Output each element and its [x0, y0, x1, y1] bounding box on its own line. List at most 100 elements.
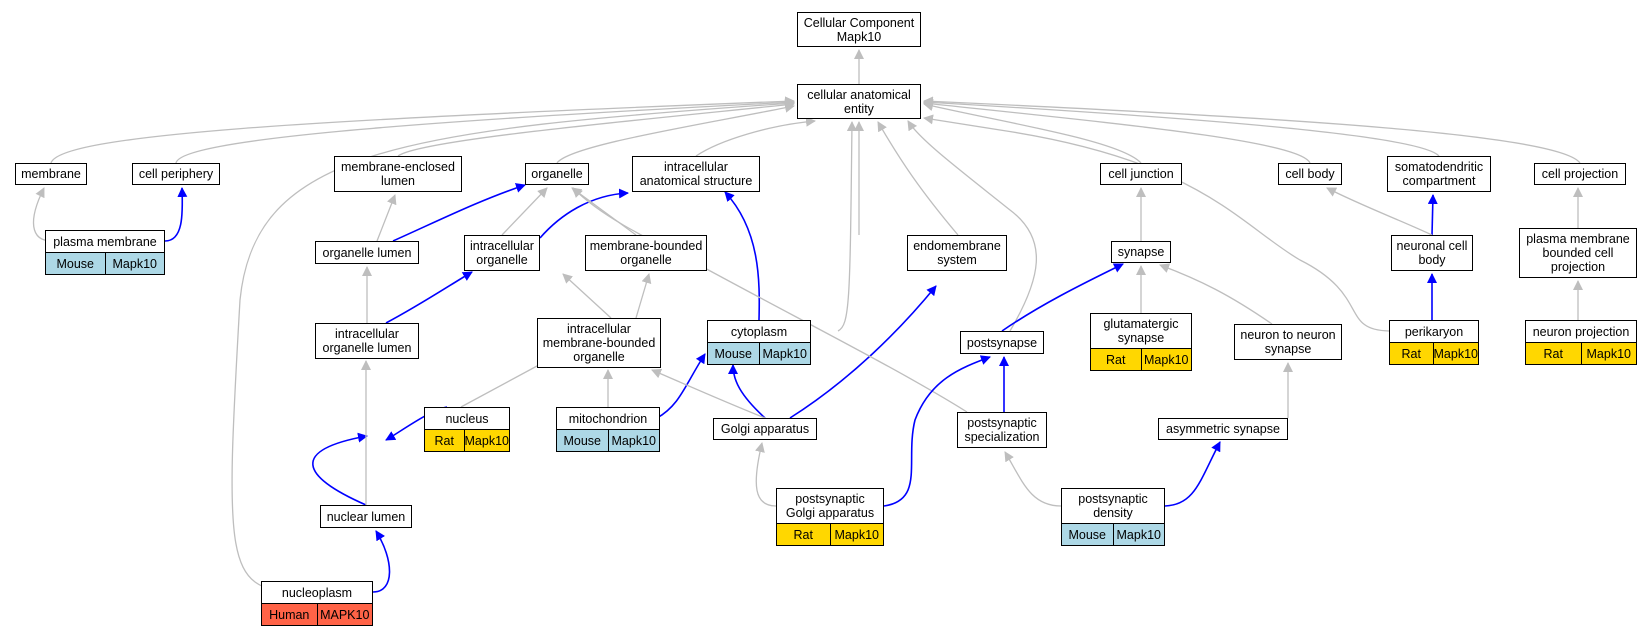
edge-blue — [1427, 194, 1438, 236]
node-postsynapse[interactable]: postsynapse — [960, 331, 1044, 354]
node-intracellular-anatomical-structure[interactable]: intracellular anatomical structure — [632, 156, 760, 192]
node-cell-body[interactable]: cell body — [1278, 163, 1342, 185]
edge-gray — [1159, 263, 1273, 325]
node-plasma-membrane[interactable]: plasma membrane — [45, 230, 165, 253]
edge-blue — [385, 271, 473, 324]
annotation-plasma-membrane: Mouse Mapk10 — [45, 253, 165, 275]
edge-gray — [755, 442, 777, 507]
edge-blue — [312, 432, 368, 506]
node-intracellular-organelle[interactable]: intracellular organelle — [464, 235, 540, 271]
edge-blue — [372, 530, 391, 593]
edge-gray — [501, 187, 548, 236]
node-intracellular-organelle-lumen[interactable]: intracellular organelle lumen — [315, 323, 419, 359]
node-cell-junction[interactable]: cell junction — [1100, 163, 1182, 185]
annotation-nucleoplasm: Human MAPK10 — [261, 604, 373, 626]
node-cell-periphery[interactable]: cell periphery — [132, 163, 220, 185]
edge-gray — [50, 96, 795, 164]
species-label: Mouse — [1068, 527, 1107, 542]
edge-blue — [1001, 263, 1124, 332]
node-organelle-lumen[interactable]: organelle lumen — [315, 241, 419, 264]
gene-label: Mapk10 — [829, 524, 884, 545]
node-neuronal-cell-body[interactable]: neuronal cell body — [1391, 235, 1473, 271]
gene-label: Mapk10 — [758, 343, 811, 364]
gene-label: MAPK10 — [316, 604, 373, 625]
node-membrane-bounded-organelle[interactable]: membrane-bounded organelle — [585, 235, 707, 271]
species-label: Rat — [793, 527, 813, 542]
edge-gray — [175, 97, 795, 164]
node-postsynaptic-golgi-apparatus[interactable]: postsynaptic Golgi apparatus — [776, 488, 884, 524]
node-intracellular-membrane-bounded-organelle[interactable]: intracellular membrane-bounded organelle — [537, 318, 661, 368]
species-label: Mouse — [563, 433, 602, 448]
edge-gray — [923, 114, 1390, 332]
edge-gray — [907, 120, 1038, 332]
edge-blue — [656, 353, 706, 419]
node-cellular-anatomical-entity[interactable]: cellular anatomical entity — [797, 84, 921, 119]
edge-gray — [397, 99, 795, 157]
species-label: Rat — [1106, 352, 1126, 367]
species-label: Mouse — [56, 256, 95, 271]
edge-gray — [923, 97, 1440, 157]
node-asymmetric-synapse[interactable]: asymmetric synapse — [1158, 418, 1288, 440]
node-cellular-component-mapk10[interactable]: Cellular Component Mapk10 — [797, 12, 921, 47]
annotation-cytoplasm: Mouse Mapk10 — [707, 343, 811, 365]
node-nucleus[interactable]: nucleus — [424, 407, 510, 430]
edge-gray — [572, 187, 968, 413]
edge-gray — [376, 194, 397, 242]
edge-gray — [635, 273, 652, 319]
node-cytoplasm[interactable]: cytoplasm — [707, 320, 811, 343]
edge-gray — [923, 96, 1581, 164]
node-organelle[interactable]: organelle — [525, 163, 589, 185]
gene-label: Mapk10 — [1580, 343, 1637, 364]
species-label: Rat — [1543, 346, 1563, 361]
annotation-postsynaptic-golgi-apparatus: Rat Mapk10 — [776, 524, 884, 546]
species-label: Rat — [1401, 346, 1421, 361]
node-membrane-enclosed-lumen[interactable]: membrane-enclosed lumen — [334, 156, 462, 192]
edge-blue — [539, 188, 629, 239]
node-endomembrane-system[interactable]: endomembrane system — [907, 235, 1007, 271]
node-golgi-apparatus[interactable]: Golgi apparatus — [713, 418, 817, 440]
gene-label: Mapk10 — [104, 253, 165, 274]
node-neuron-projection[interactable]: neuron projection — [1525, 320, 1637, 343]
edge-blue — [164, 187, 188, 242]
annotation-postsynaptic-density: Mouse Mapk10 — [1061, 524, 1165, 546]
node-neuron-to-neuron-synapse[interactable]: neuron to neuron synapse — [1234, 324, 1342, 360]
annotation-mitochondrion: Mouse Mapk10 — [556, 430, 660, 452]
edge-gray — [923, 101, 1142, 164]
edge-blue — [728, 364, 766, 419]
edge-blue — [1164, 441, 1221, 507]
edge-gray — [1004, 451, 1062, 507]
edge-gray — [562, 273, 612, 319]
gene-label: Mapk10 — [607, 430, 660, 451]
annotation-nucleus: Rat Mapk10 — [424, 430, 510, 452]
species-label: Mouse — [714, 346, 753, 361]
node-plasma-membrane-bounded-cell-projection[interactable]: plasma membrane bounded cell projection — [1519, 228, 1637, 278]
gene-label: Mapk10 — [463, 430, 509, 451]
node-synapse[interactable]: synapse — [1111, 241, 1171, 263]
node-somatodendritic-compartment[interactable]: somatodendritic compartment — [1387, 156, 1491, 192]
gene-label: Mapk10 — [1112, 524, 1165, 545]
gene-label: Mapk10 — [1432, 343, 1478, 364]
gene-label: Mapk10 — [1140, 349, 1192, 370]
node-glutamatergic-synapse[interactable]: glutamatergic synapse — [1090, 313, 1192, 349]
edge-gray — [231, 98, 795, 593]
species-label: Rat — [434, 433, 454, 448]
node-cell-projection[interactable]: cell projection — [1534, 163, 1626, 185]
annotation-glutamatergic-synapse: Rat Mapk10 — [1090, 349, 1192, 371]
edge-gray — [1326, 187, 1433, 236]
node-nucleoplasm[interactable]: nucleoplasm — [261, 581, 373, 604]
edge-blue — [883, 355, 991, 507]
edge-gray — [651, 368, 766, 419]
annotation-perikaryon: Rat Mapk10 — [1389, 343, 1479, 365]
node-postsynaptic-specialization[interactable]: postsynaptic specialization — [957, 412, 1047, 448]
node-membrane[interactable]: membrane — [15, 163, 87, 185]
edge-gray — [923, 98, 1311, 164]
edge-gray — [695, 116, 816, 157]
node-postsynaptic-density[interactable]: postsynaptic density — [1061, 488, 1165, 524]
node-mitochondrion[interactable]: mitochondrion — [556, 407, 660, 430]
node-perikaryon[interactable]: perikaryon — [1389, 320, 1479, 343]
species-label: Human — [269, 607, 310, 622]
edge-gray — [571, 187, 637, 236]
node-nuclear-lumen[interactable]: nuclear lumen — [320, 505, 412, 528]
edge-blue — [724, 191, 761, 321]
